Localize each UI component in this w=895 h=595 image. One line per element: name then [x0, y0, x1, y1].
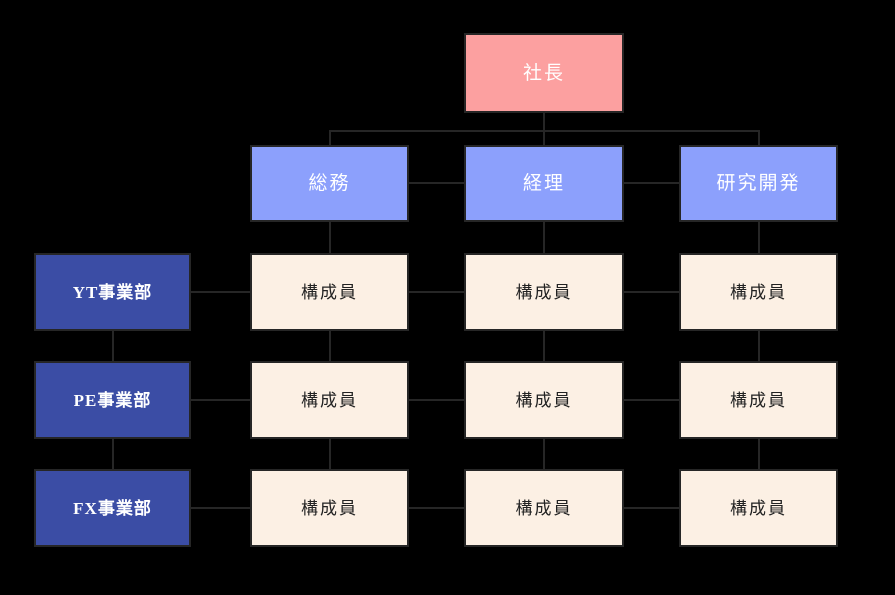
- connector-col-2-link-1: [758, 331, 760, 362]
- node-executive[interactable]: 社長: [464, 33, 624, 113]
- node-member-r1-c2-label: 構成員: [730, 390, 787, 410]
- node-member-r1-c0-label: 構成員: [301, 390, 358, 410]
- node-business-unit-fx-label: FX事業部: [73, 498, 152, 518]
- connector-row-1-link-0: [191, 399, 251, 401]
- node-business-unit-pe[interactable]: PE事業部: [34, 361, 191, 439]
- node-member-r0-c1[interactable]: 構成員: [464, 253, 624, 331]
- node-executive-label: 社長: [522, 62, 565, 84]
- connector-col-0-link-1: [329, 331, 331, 362]
- connector-row-2-link-1: [409, 507, 465, 509]
- node-department-general-affairs[interactable]: 総務: [250, 145, 409, 222]
- connector-col-1-link-1: [543, 331, 545, 362]
- connector-dept-drop-2: [758, 130, 760, 146]
- node-member-r1-c1-label: 構成員: [515, 390, 573, 410]
- connector-unit-link-1: [112, 439, 114, 470]
- node-member-r1-c0[interactable]: 構成員: [250, 361, 409, 439]
- connector-row-1-link-2: [624, 399, 680, 401]
- node-member-r2-c0-label: 構成員: [301, 498, 358, 518]
- node-department-general-affairs-label: 総務: [308, 173, 351, 194]
- connector-dept-drop-1: [543, 130, 545, 146]
- node-department-accounting-label: 経理: [522, 173, 565, 194]
- connector-unit-link-0: [112, 331, 114, 362]
- connector-col-2-link-2: [758, 439, 760, 470]
- node-business-unit-yt-label: YT事業部: [72, 282, 153, 302]
- node-member-r0-c1-label: 構成員: [515, 282, 573, 302]
- connector-col-1-link-2: [543, 439, 545, 470]
- connector-row-1-link-1: [409, 399, 465, 401]
- node-business-unit-fx[interactable]: FX事業部: [34, 469, 191, 547]
- node-business-unit-yt[interactable]: YT事業部: [34, 253, 191, 331]
- connector-row-0-link-2: [624, 291, 680, 293]
- connector-col-0-link-0: [329, 222, 331, 254]
- connector-row-2-link-2: [624, 507, 680, 509]
- connector-row-0-link-0: [191, 291, 251, 293]
- node-member-r2-c2-label: 構成員: [730, 498, 787, 518]
- node-department-rnd[interactable]: 研究開発: [679, 145, 838, 222]
- node-member-r0-c0-label: 構成員: [301, 282, 358, 302]
- connector-row-0-link-1: [409, 291, 465, 293]
- connector-col-2-link-0: [758, 222, 760, 254]
- connector-row-2-link-0: [191, 507, 251, 509]
- node-member-r1-c1[interactable]: 構成員: [464, 361, 624, 439]
- connector-dept-row-link-1: [624, 182, 680, 184]
- node-member-r2-c1[interactable]: 構成員: [464, 469, 624, 547]
- node-member-r2-c2[interactable]: 構成員: [679, 469, 838, 547]
- connector-dept-row-link-0: [409, 182, 465, 184]
- connector-col-0-link-2: [329, 439, 331, 470]
- node-member-r1-c2[interactable]: 構成員: [679, 361, 838, 439]
- node-member-r0-c0[interactable]: 構成員: [250, 253, 409, 331]
- node-department-rnd-label: 研究開発: [716, 173, 801, 194]
- connector-col-1-link-0: [543, 222, 545, 254]
- node-member-r2-c0[interactable]: 構成員: [250, 469, 409, 547]
- connector-exec-stem: [543, 113, 545, 132]
- node-member-r2-c1-label: 構成員: [515, 498, 573, 518]
- connector-dept-drop-0: [329, 130, 331, 146]
- node-business-unit-pe-label: PE事業部: [73, 390, 152, 410]
- node-department-accounting[interactable]: 経理: [464, 145, 624, 222]
- node-member-r0-c2-label: 構成員: [730, 282, 787, 302]
- node-member-r0-c2[interactable]: 構成員: [679, 253, 838, 331]
